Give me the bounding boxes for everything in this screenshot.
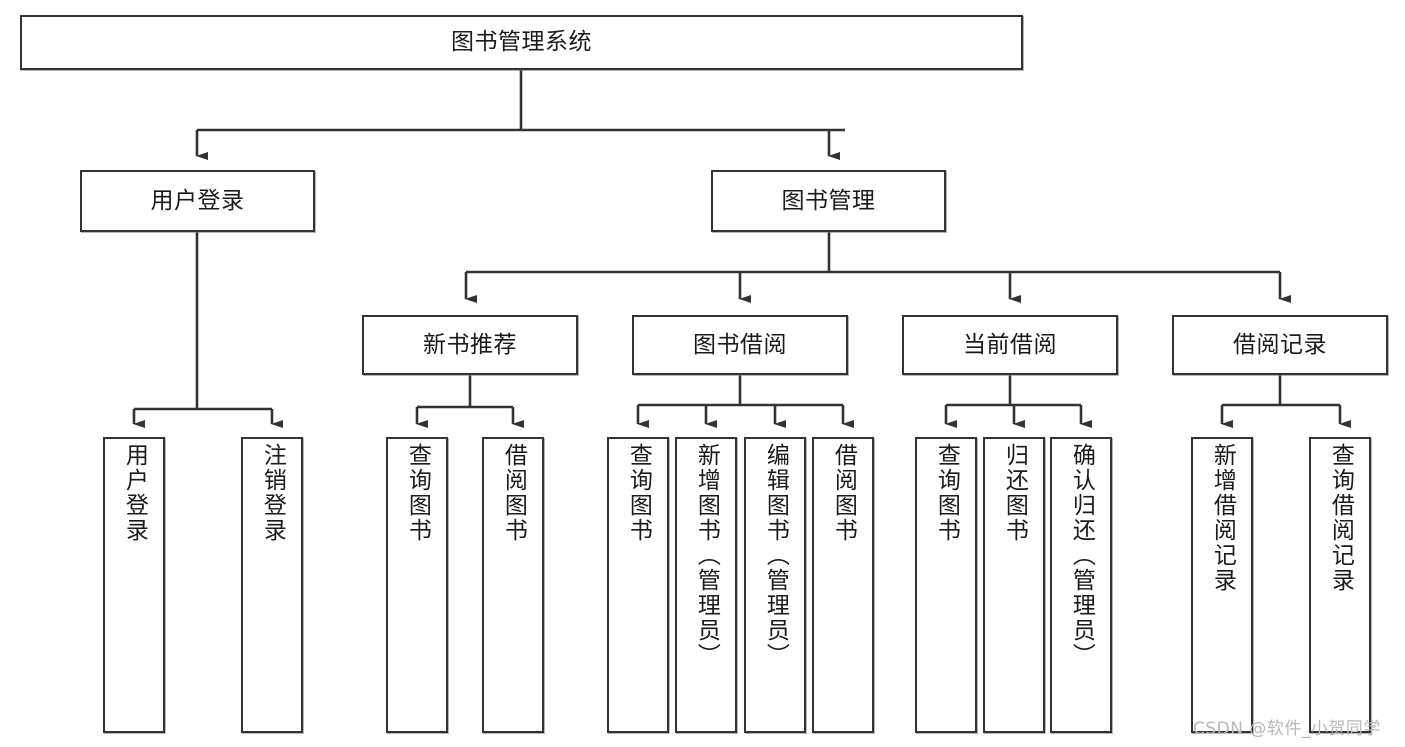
leaf-book-borrow-edit-label: 编辑图书（管理员） xyxy=(762,443,789,668)
leaf-current-borrow-query[interactable]: 查询图书 xyxy=(915,437,977,733)
node-root[interactable]: 图书管理系统 xyxy=(20,15,1023,70)
node-user-login[interactable]: 用户登录 xyxy=(80,170,315,232)
leaf-book-borrow-add-label: 新增图书（管理员） xyxy=(693,443,720,668)
node-new-book-recommend[interactable]: 新书推荐 xyxy=(362,315,578,375)
leaf-current-borrow-confirm-return[interactable]: 确认归还（管理员） xyxy=(1050,437,1112,733)
node-root-label: 图书管理系统 xyxy=(451,29,592,56)
leaf-user-login-login[interactable]: 用户登录 xyxy=(103,437,165,733)
node-new-book-recommend-label: 新书推荐 xyxy=(423,331,517,358)
node-borrow-record-label: 借阅记录 xyxy=(1233,331,1327,358)
leaf-book-borrow-add[interactable]: 新增图书（管理员） xyxy=(675,437,737,733)
leaf-current-borrow-return-label: 归还图书 xyxy=(1001,443,1028,543)
leaf-user-login-logout-label: 注销登录 xyxy=(259,443,286,543)
node-book-borrow-label: 图书借阅 xyxy=(693,331,787,358)
leaf-borrow-record-query-label: 查询借阅记录 xyxy=(1327,443,1354,593)
node-current-borrow[interactable]: 当前借阅 xyxy=(902,315,1118,375)
node-user-login-label: 用户登录 xyxy=(150,187,245,214)
leaf-user-login-logout[interactable]: 注销登录 xyxy=(241,437,303,733)
leaf-book-borrow-query-label: 查询图书 xyxy=(625,443,652,543)
leaf-new-book-borrow-label: 借阅图书 xyxy=(500,443,527,543)
leaf-new-book-query-label: 查询图书 xyxy=(404,443,431,543)
node-book-management-label: 图书管理 xyxy=(781,187,876,214)
csdn-watermark: CSDN @软件_小贺同学 xyxy=(1193,719,1381,739)
leaf-book-borrow-edit[interactable]: 编辑图书（管理员） xyxy=(744,437,806,733)
leaf-book-borrow-borrow[interactable]: 借阅图书 xyxy=(812,437,874,733)
leaf-new-book-borrow[interactable]: 借阅图书 xyxy=(482,437,544,733)
node-borrow-record[interactable]: 借阅记录 xyxy=(1172,315,1388,375)
leaf-current-borrow-query-label: 查询图书 xyxy=(933,443,960,543)
leaf-current-borrow-confirm-return-label: 确认归还（管理员） xyxy=(1068,443,1095,668)
leaf-book-borrow-query[interactable]: 查询图书 xyxy=(607,437,669,733)
leaf-user-login-login-label: 用户登录 xyxy=(121,443,148,543)
node-book-management[interactable]: 图书管理 xyxy=(711,170,946,232)
node-book-borrow[interactable]: 图书借阅 xyxy=(632,315,848,375)
leaf-book-borrow-borrow-label: 借阅图书 xyxy=(830,443,857,543)
leaf-current-borrow-return[interactable]: 归还图书 xyxy=(983,437,1045,733)
node-current-borrow-label: 当前借阅 xyxy=(963,331,1057,358)
leaf-borrow-record-add-label: 新增借阅记录 xyxy=(1209,443,1236,593)
leaf-borrow-record-query[interactable]: 查询借阅记录 xyxy=(1309,437,1371,733)
leaf-borrow-record-add[interactable]: 新增借阅记录 xyxy=(1191,437,1253,733)
leaf-new-book-query[interactable]: 查询图书 xyxy=(386,437,448,733)
